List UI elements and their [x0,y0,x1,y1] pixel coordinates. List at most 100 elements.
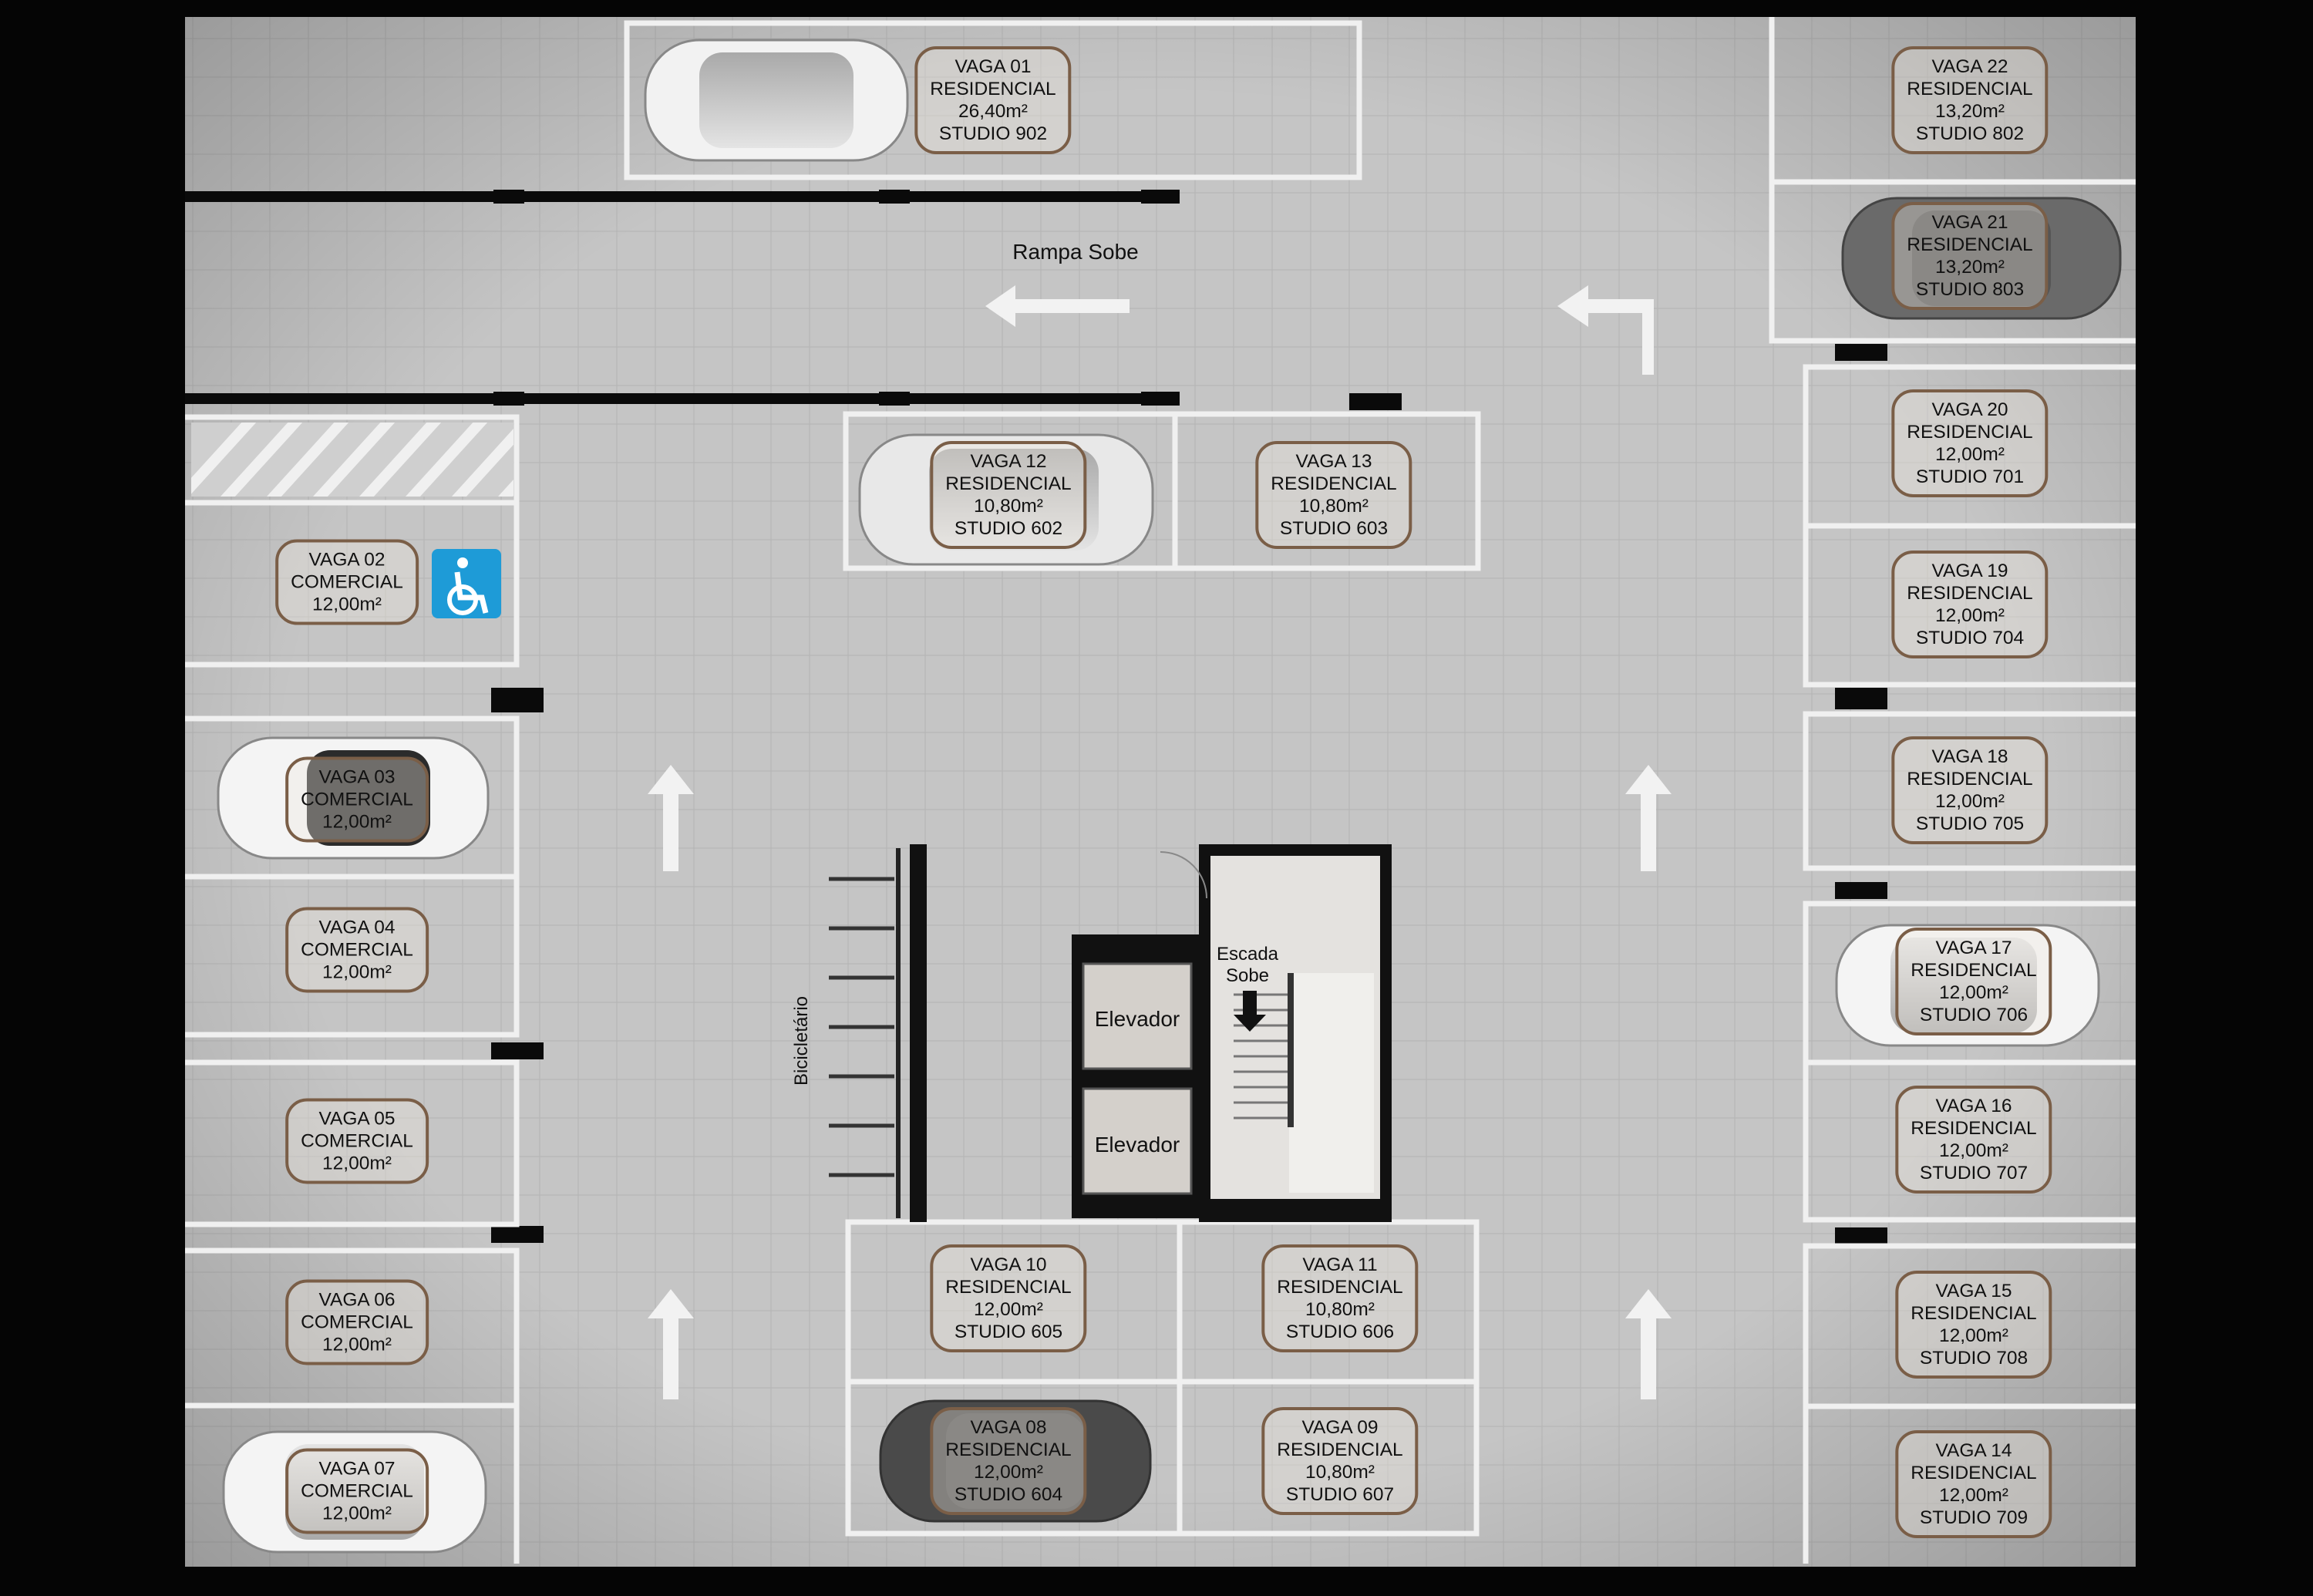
wheelchair-icon [432,549,501,618]
core-block [1072,844,1392,1222]
spot-label-line: RESIDENCIAL [945,473,1072,494]
ramp-label: Rampa Sobe [1012,240,1139,264]
spot-label-line: 12,00m² [1939,1325,2008,1346]
turn-arrow-icon [1557,285,1654,375]
spot-label-line: 12,00m² [1939,982,2008,1003]
spot-label-line: RESIDENCIAL [1911,1463,2037,1483]
spot-label-line: RESIDENCIAL [1907,769,2033,790]
arrow-up-icon [1625,1289,1672,1399]
spot-label-line: STUDIO 603 [1279,518,1389,539]
spot-label-line: STUDIO 902 [938,123,1048,144]
spot-label-line: STUDIO 706 [1919,1005,2029,1025]
spot-label-line: 12,00m² [322,1503,392,1524]
spot-label-line: VAGA 11 [1302,1254,1378,1275]
stair-arrow-down-icon [1234,991,1266,1032]
spot-label-line: COMERCIAL [301,1311,413,1333]
spot-label-line: STUDIO 605 [954,1322,1063,1342]
spot-label-line: 12,00m² [1935,605,2005,626]
spot-label-line: VAGA 12 [970,451,1047,472]
elevator-shaft [1082,1087,1193,1195]
spot-label-line: STUDIO 606 [1285,1322,1395,1342]
spot-label-line: VAGA 20 [1931,399,2008,420]
spot-label-line: VAGA 02 [308,549,386,571]
spot-label-line: STUDIO 802 [1915,123,2025,144]
spot-label-line: STUDIO 707 [1919,1163,2029,1184]
spot-label-line: VAGA 10 [970,1254,1047,1275]
spot-label-line: COMERCIAL [301,939,413,961]
spot-label-line: VAGA 05 [318,1108,396,1130]
direction-arrows [648,285,1672,1399]
spot-label-line: 12,00m² [322,811,392,833]
spot-label-line: STUDIO 709 [1919,1507,2029,1528]
spot-label-line: VAGA 21 [1931,212,2008,233]
spot-label-line: 10,80m² [974,496,1043,517]
arrow-up-icon [648,1289,694,1399]
spot-label-line: 12,00m² [1935,791,2005,812]
spot-label-line: VAGA 07 [318,1458,396,1480]
spot-label-line: STUDIO 701 [1915,466,2025,487]
spot-label-line: 10,80m² [1305,1299,1375,1320]
spot-label-line: 12,00m² [974,1299,1043,1320]
hatched-no-parking-area [191,423,513,497]
ramp-arrow-left-icon [985,285,1130,327]
spot-label-line: COMERCIAL [291,571,403,593]
spot-label-line: 13,20m² [1935,101,2005,122]
spot-label-line: RESIDENCIAL [1907,583,2033,604]
parking-lines [185,17,2136,1564]
spot-label-line: 10,80m² [1299,496,1369,517]
spot-label-line: VAGA 04 [318,917,396,938]
spot-label-line: STUDIO 705 [1915,813,2025,834]
spot-label-line: RESIDENCIAL [1271,473,1397,494]
spot-label-line: VAGA 06 [318,1289,396,1311]
elevator-label: Elevador [1094,1007,1180,1031]
floor-vignette [185,17,2136,1567]
spot-label-line: 12,00m² [974,1462,1043,1483]
spot-label-line: STUDIO 708 [1919,1348,2029,1369]
spot-label-line: VAGA 18 [1931,746,2008,767]
spot-label-line: STUDIO 607 [1285,1484,1395,1505]
spot-label-line: RESIDENCIAL [930,79,1056,99]
spot-label-line: 12,00m² [322,1153,392,1174]
pillars [491,344,1887,1244]
spot-label-line: 12,00m² [322,1334,392,1355]
spot-label-line: RESIDENCIAL [1907,422,2033,443]
spot-label-line: RESIDENCIAL [945,1439,1072,1460]
spot-label-line: VAGA 01 [954,56,1032,77]
spot-label-line: RESIDENCIAL [1277,1277,1403,1298]
elevator-label: Elevador [1094,1133,1180,1157]
spot-label-line: RESIDENCIAL [1911,960,2037,981]
spot-label-line: STUDIO 604 [954,1484,1063,1505]
arrow-up-icon [648,765,694,871]
spot-label-line: 13,20m² [1935,257,2005,278]
spot-label-line: 10,80m² [1305,1462,1375,1483]
bicycle-rack [829,844,927,1222]
spot-label-line: STUDIO 803 [1915,279,2025,300]
spot-label-line: STUDIO 704 [1915,628,2025,648]
spot-label-line: COMERCIAL [301,1130,413,1152]
door-swing [1160,851,1207,899]
spot-label-line: VAGA 14 [1935,1440,2012,1461]
spot-label-line: COMERCIAL [301,1480,413,1502]
bike-label: Bicicletário [791,995,812,1086]
car-icon [644,39,909,162]
ramp-walls [185,190,1180,406]
